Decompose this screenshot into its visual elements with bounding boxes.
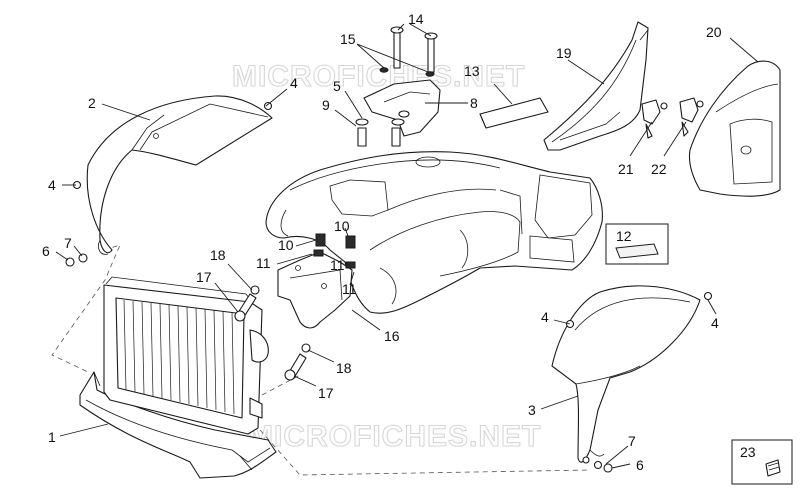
watermark-bottom: MICROFICHES.NET [248,420,541,453]
part-12-box [605,223,669,265]
callout-7-right: 7 [628,433,636,449]
part-right-side-cover [688,60,781,197]
callout-17-top: 17 [196,269,212,285]
callout-4-top: 4 [290,75,298,91]
callout-8: 8 [470,95,478,111]
callout-1: 1 [48,429,56,445]
leader-lines [55,23,759,469]
assembly-dashed-lines [51,244,591,476]
callout-13: 13 [464,63,480,79]
part-strip [479,97,549,129]
callout-17-bottom: 17 [318,385,334,401]
callout-6-left: 6 [42,243,50,259]
callout-4-left: 4 [48,177,56,193]
callout-2: 2 [88,95,96,111]
callout-16: 16 [384,328,400,344]
part-bolt-upper [234,285,260,322]
callout-11-mid: 11 [330,257,345,273]
callout-21: 21 [618,161,634,177]
callout-9: 9 [322,97,330,113]
part-right-front-panel [551,285,701,463]
callout-4-right: 4 [711,315,719,331]
callout-11-lower: 11 [342,281,357,297]
fasteners [65,101,713,473]
part-23-box [731,439,793,485]
callout-7-left: 7 [64,235,72,251]
callout-19: 19 [556,45,572,61]
part-clips [641,97,704,139]
callout-18-top: 18 [210,247,226,263]
callout-5: 5 [333,78,341,94]
callout-3: 3 [528,402,536,418]
callout-10-left: 10 [278,237,294,253]
callout-14: 14 [408,11,424,27]
part-left-front-panel [86,95,273,255]
callout-15: 15 [340,31,356,47]
watermark-top: MICROFICHES.NET [232,60,525,93]
callout-6-right: 6 [636,457,644,473]
callout-23: 23 [740,444,756,460]
callout-11-left: 11 [256,255,271,271]
part-bolt-lower [284,343,311,381]
callout-10-right: 10 [334,218,350,234]
callout-20: 20 [706,24,722,40]
part-radiator [103,276,269,435]
callout-22: 22 [651,161,667,177]
part-side-bracket [543,21,649,151]
callout-12: 12 [616,228,632,244]
part-center-bracket [277,233,356,329]
callout-18-bottom: 18 [336,360,352,376]
callout-labels: 1 2 3 4 4 4 4 5 6 6 7 7 8 9 10 10 11 11 … [42,11,756,473]
callout-4-right-lower: 4 [541,309,549,325]
